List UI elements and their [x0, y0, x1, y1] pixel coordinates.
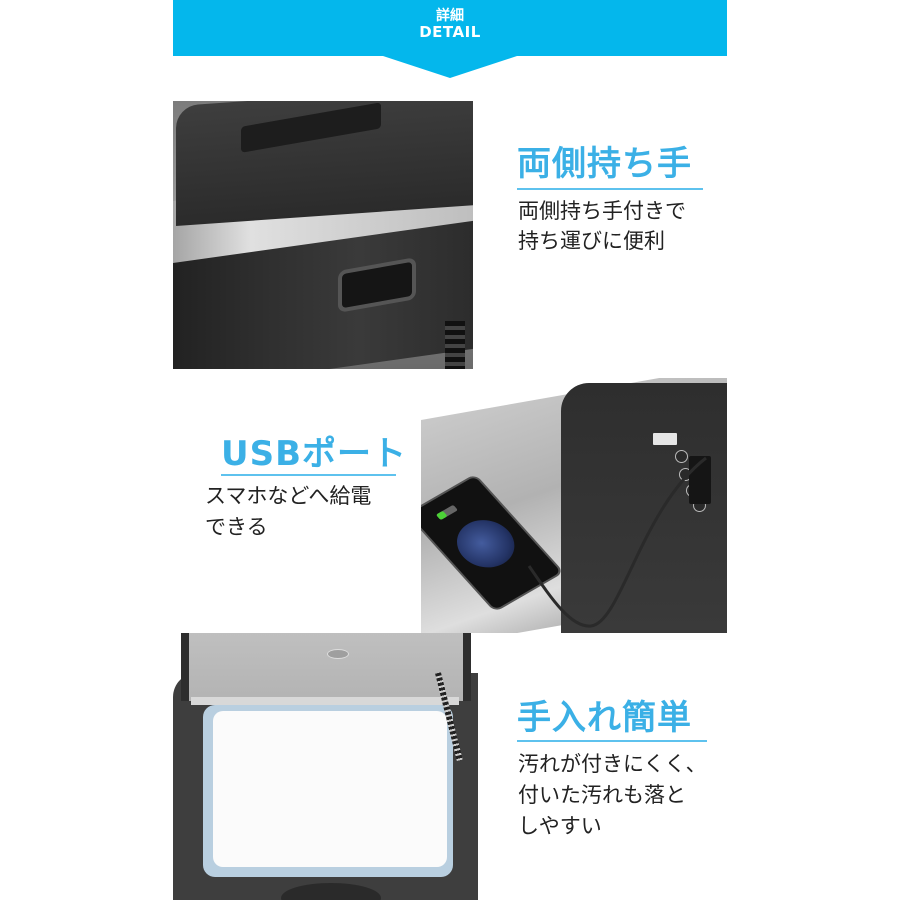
- banner-title: 詳細 DETAIL: [173, 8, 727, 42]
- cooler-open-interior-photo: [173, 633, 478, 900]
- feature-desc-usb-line1: スマホなどへ給電: [205, 484, 372, 508]
- interior-liner: [203, 705, 453, 877]
- power-button-icon: [675, 450, 688, 463]
- banner-arrow-icon: [383, 56, 517, 78]
- feature-desc-clean-line1: 汚れが付きにくく、: [518, 752, 707, 776]
- banner-title-en: DETAIL: [419, 23, 481, 42]
- feature-desc-clean-line2: 付いた汚れも落と: [518, 783, 686, 807]
- feature-title-easy-clean: 手入れ簡単: [517, 698, 692, 738]
- cooler-usb-charging-phone-photo: [421, 378, 727, 633]
- cooler-side-handle-photo: [173, 101, 473, 369]
- control-panel: [241, 102, 381, 153]
- feature-underline: [517, 740, 707, 742]
- vent-grille: [445, 321, 465, 369]
- lid-knob: [327, 649, 349, 659]
- banner-title-jp: 詳細: [436, 8, 464, 24]
- feature-title-usb: USBポート: [221, 434, 408, 474]
- feature-desc-clean-line3: しやすい: [518, 814, 602, 838]
- open-lid: [181, 633, 471, 701]
- cooler-lid: [176, 101, 473, 226]
- usb-cable-icon: [527, 456, 707, 628]
- feature-title-handles: 両側持ち手: [517, 144, 692, 184]
- interior-compartment: [213, 711, 447, 867]
- feature-desc-handles-line2: 持ち運びに便利: [518, 229, 665, 253]
- feature-desc-handles-line1: 両側持ち手付きで: [518, 199, 686, 223]
- feature-underline: [517, 188, 703, 190]
- feature-underline: [221, 474, 396, 476]
- feature-desc-usb-line2: できる: [205, 515, 268, 539]
- detail-banner: 詳細 DETAIL: [173, 0, 727, 56]
- temperature-display: [653, 433, 677, 445]
- cooler-base: [281, 883, 381, 900]
